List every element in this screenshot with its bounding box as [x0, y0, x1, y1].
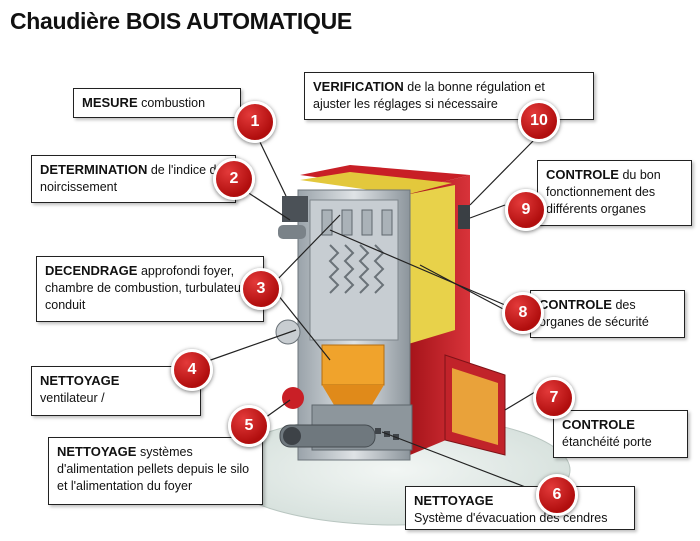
diagram-title: Chaudière BOIS AUTOMATIQUE — [10, 8, 352, 34]
callout-heading: NETTOYAGE — [40, 373, 120, 388]
callout-7-controle-porte: CONTROLE étanchéité porte — [553, 410, 688, 458]
callout-heading: CONTROLE — [539, 297, 612, 312]
callout-heading: NETTOYAGE — [414, 493, 494, 508]
callout-text: de l'indice de noircissement — [40, 163, 224, 194]
marker-4: 4 — [171, 349, 213, 391]
callout-text: étanchéité porte — [562, 435, 652, 449]
marker-7: 7 — [533, 377, 575, 419]
callout-9-controle-organes: CONTROLE du bon fonctionnement des diffé… — [537, 160, 692, 226]
marker-1: 1 — [234, 101, 276, 143]
marker-9: 9 — [505, 189, 547, 231]
control-box — [282, 196, 308, 222]
feed-screw — [279, 424, 376, 448]
callout-heading: MESURE — [82, 95, 138, 110]
marker-10: 10 — [518, 100, 560, 142]
callout-5-nettoyage-alimentation: NETTOYAGE systèmes d'alimentation pellet… — [48, 437, 263, 505]
callout-1-mesure: MESURE combustion — [73, 88, 241, 118]
leader-lines — [204, 137, 537, 489]
callout-3-decendrage: DECENDRAGE approfondi foyer, chambre de … — [36, 256, 264, 322]
callout-text: ventilateur / — [40, 391, 105, 405]
marker-2: 2 — [213, 158, 255, 200]
callout-text: des organes de sécurité — [539, 298, 649, 329]
callout-text: du bon fonctionnement des différents org… — [546, 168, 661, 216]
callout-heading: NETTOYAGE — [57, 444, 137, 459]
callout-heading: VERIFICATION — [313, 79, 404, 94]
callout-heading: CONTROLE — [562, 417, 635, 432]
callout-4-nettoyage-ventilateur: NETTOYAGE ventilateur / — [31, 366, 201, 416]
callout-heading: DETERMINATION — [40, 162, 148, 177]
callout-text: systèmes d'alimentation pellets depuis l… — [57, 445, 250, 493]
callout-text: de la bonne régulation et ajuster les ré… — [313, 80, 545, 111]
marker-8: 8 — [502, 292, 544, 334]
marker-5: 5 — [228, 405, 270, 447]
callout-text: Système d'évacuation des cendres — [414, 511, 608, 525]
fan — [275, 319, 301, 345]
callout-2-determination: DETERMINATION de l'indice de noircisseme… — [31, 155, 236, 203]
insulation — [405, 185, 455, 345]
callout-8-controle-securite: CONTROLE des organes de sécurité — [530, 290, 685, 338]
callout-text: combustion — [141, 96, 206, 110]
red-motor — [282, 387, 304, 409]
callout-6-nettoyage-cendres: NETTOYAGE Système d'évacuation des cendr… — [405, 486, 635, 530]
marker-6: 6 — [536, 474, 578, 516]
callout-text: approfondi foyer, chambre de combustion,… — [45, 264, 255, 312]
combustion-chamber — [321, 344, 385, 386]
callout-heading: CONTROLE — [546, 167, 619, 182]
marker-3: 3 — [240, 268, 282, 310]
callout-heading: DECENDRAGE — [45, 263, 138, 278]
